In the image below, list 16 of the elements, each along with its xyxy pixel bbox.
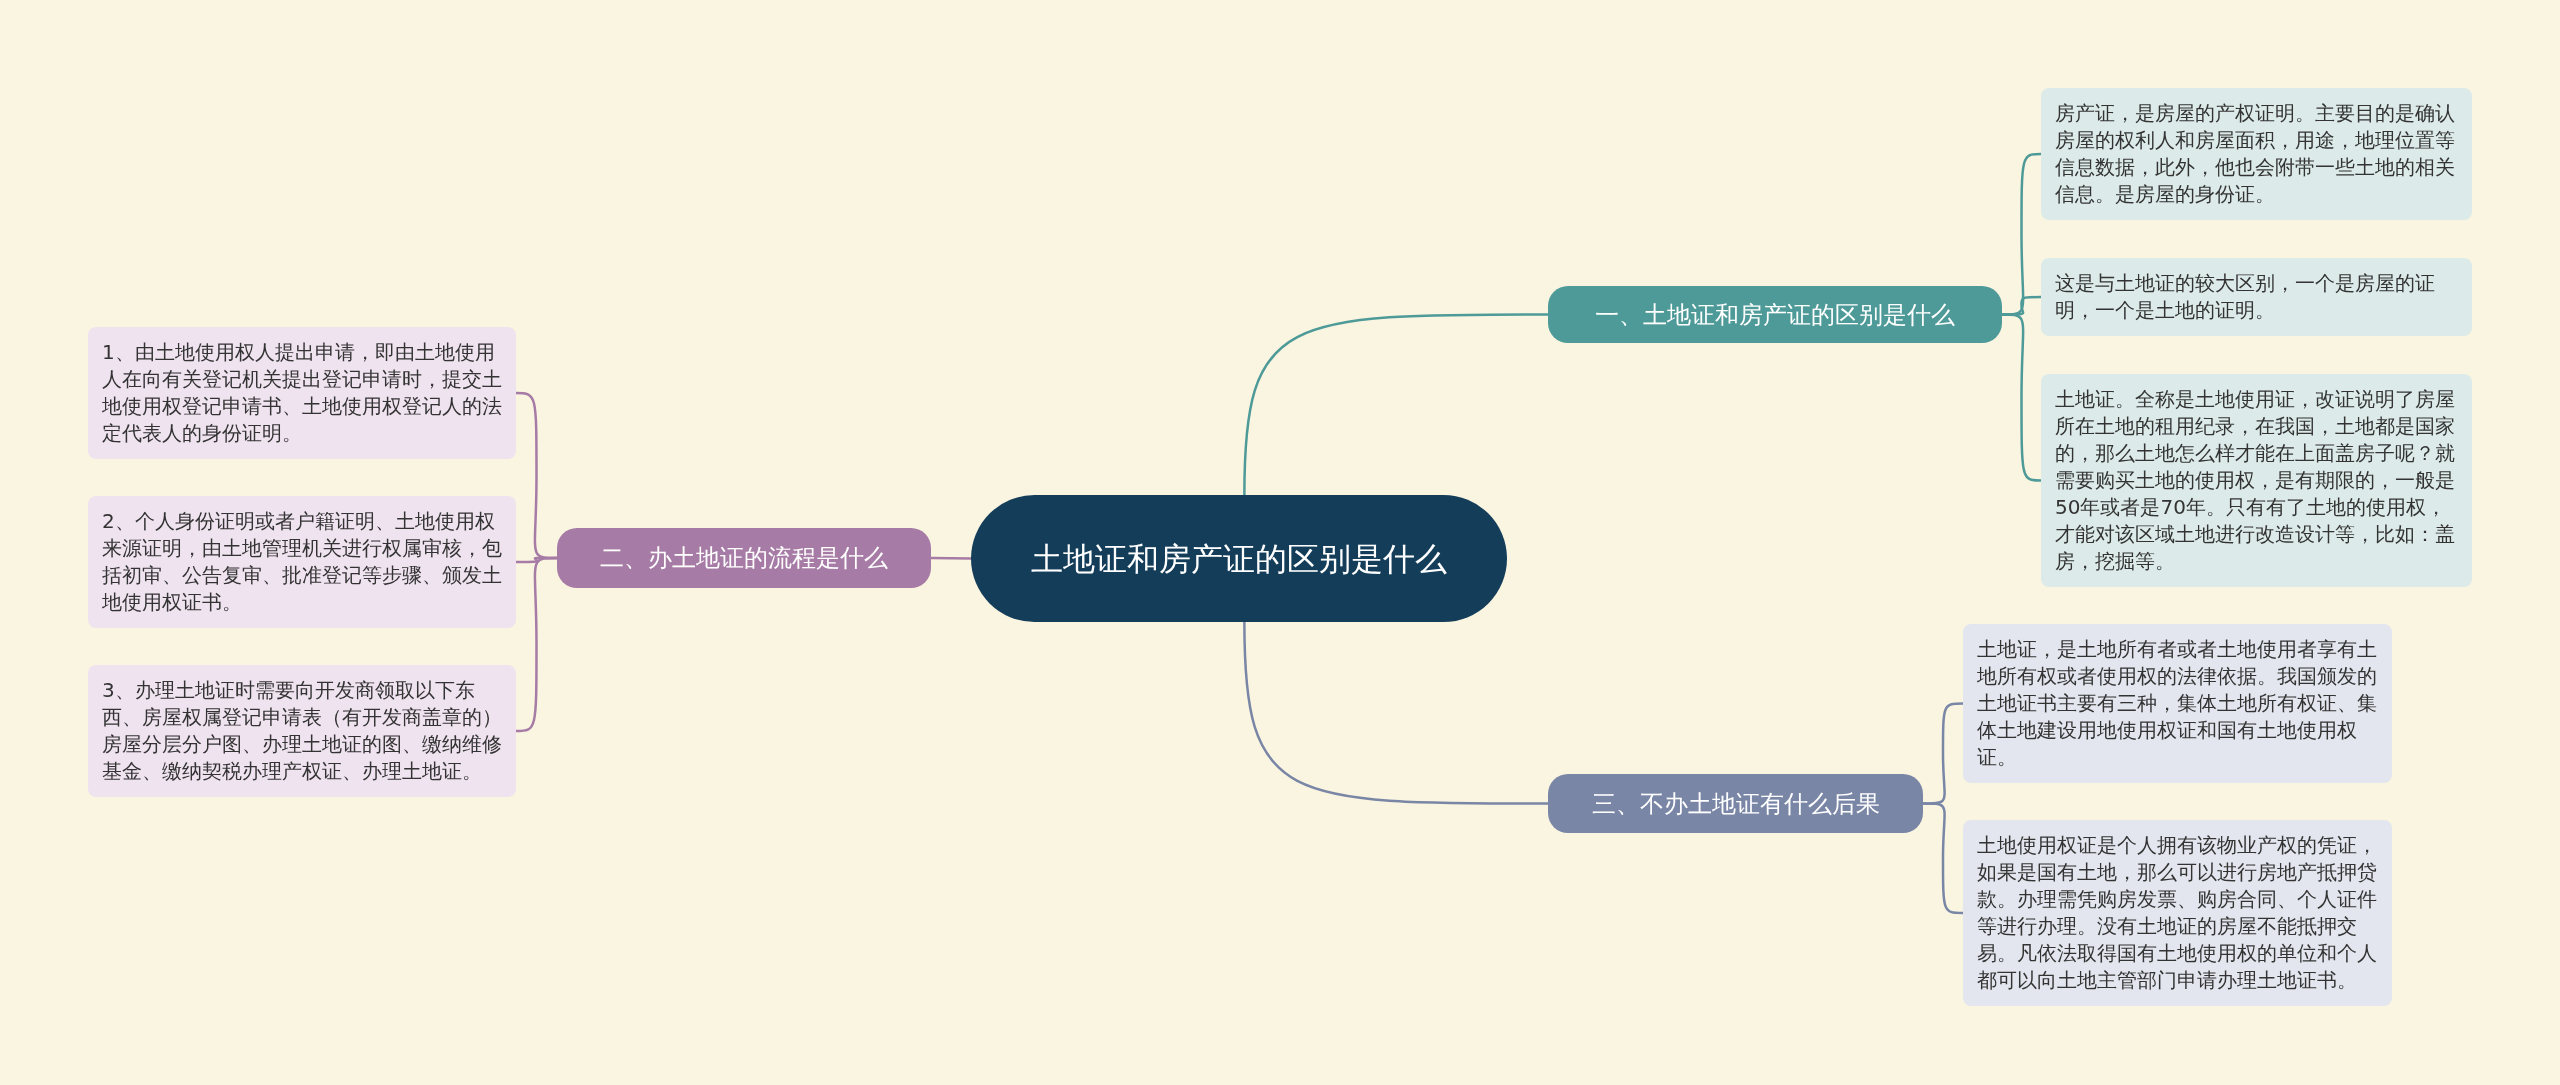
note-card: 土地证，是土地所有者或者土地使用者享有土地所有权或者使用权的法律依据。我国颁发的土地证书主要有三种，集体土地所有权证、集体土地建设用地使用权证和国有土地使用权证。 bbox=[1963, 624, 2392, 783]
note-card: 这是与土地证的较大区别，一个是房屋的证明，一个是土地的证明。 bbox=[2041, 258, 2472, 336]
note-card: 1、由土地使用权人提出申请，即由土地使用人在向有关登记机关提出登记申请时，提交土地使用权登记申请书、土地使用权登记人的法定代表人的身份证明。 bbox=[88, 327, 516, 459]
branch-topic: 一、土地证和房产证的区别是什么 bbox=[1548, 286, 2002, 343]
note-card: 土地证。全称是土地使用证，改证说明了房屋所在土地的租用纪录，在我国，土地都是国家的，那么土地怎么样才能在上面盖房子呢？就需要购买土地的使用权，是有期限的，一般是50年或者是70年。只有有了土地的使用权，才能对该区域土地进行改造设计等，比如：盖房，挖掘等。 bbox=[2041, 374, 2472, 587]
central-topic: 土地证和房产证的区别是什么 bbox=[971, 495, 1507, 622]
branch-topic: 三、不办土地证有什么后果 bbox=[1548, 774, 1923, 833]
connector bbox=[1243, 313, 1548, 496]
connector bbox=[1243, 621, 1548, 805]
connector bbox=[931, 556, 971, 560]
note-card: 2、个人身份证明或者户籍证明、土地使用权来源证明，由土地管理机关进行权属审核，包括初审、公告复审、批准登记等步骤、颁发土地使用权证书。 bbox=[88, 496, 516, 628]
note-card: 房产证，是房屋的产权证明。主要目的是确认房屋的权利人和房屋面积，用途，地理位置等信息数据，此外，他也会附带一些土地的相关信息。是房屋的身份证。 bbox=[2041, 88, 2472, 220]
branch-topic: 二、办土地证的流程是什么 bbox=[557, 528, 931, 588]
note-card: 3、办理土地证时需要向开发商领取以下东西、房屋权属登记申请表（有开发商盖章的）房屋分层分户图、办理土地证的图、缴纳维修基金、缴纳契税办理产权证、办理土地证。 bbox=[88, 665, 516, 797]
connector bbox=[1923, 802, 1963, 915]
note-card: 土地使用权证是个人拥有该物业产权的凭证，如果是国有土地，那么可以进行房地产抵押贷款。办理需凭购房发票、购房合同、个人证件等进行办理。没有土地证的房屋不能抵押交易。凡依法取得国有土地使用权的单位和个人都可以向土地主管部门申请办理土地证书。 bbox=[1963, 820, 2392, 1006]
